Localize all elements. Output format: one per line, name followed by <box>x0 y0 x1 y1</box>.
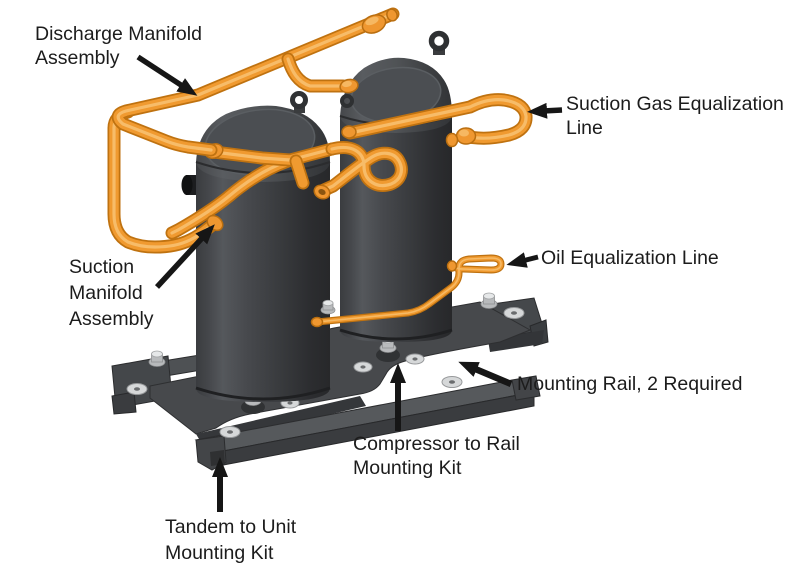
oil-equalization-line <box>310 258 502 328</box>
label-suction-gas-equalization-line: Suction Gas Equalization Line <box>566 93 784 139</box>
rear-deck-nut <box>320 299 336 315</box>
suction-gas-equalization-line <box>341 100 526 148</box>
mounting-rail-arrow <box>458 361 513 387</box>
label-suction-manifold-assembly: Suction Manifold Assembly <box>69 256 154 330</box>
left-lifting-eyelet <box>290 91 308 113</box>
front-mounting-rail <box>194 375 541 471</box>
discharge-arrow <box>136 54 198 96</box>
right-shoulder-eyelet <box>340 94 354 108</box>
label-compressor-to-rail-mounting-kit: Compressor to Rail Mounting Kit <box>353 433 520 479</box>
oil-arrow <box>506 252 539 268</box>
left-compressor <box>181 91 331 402</box>
discharge-manifold-assembly <box>118 8 399 150</box>
right-lifting-eyelet <box>428 30 450 55</box>
left-side-port <box>181 175 196 195</box>
label-oil-equalization-line: Oil Equalization Line <box>541 247 719 269</box>
label-discharge-manifold-assembly: Discharge Manifold Assembly <box>35 23 202 69</box>
label-mounting-rail: Mounting Rail, 2 Required <box>517 373 743 395</box>
label-tandem-to-unit-mounting-kit: Tandem to Unit Mounting Kit <box>165 516 297 564</box>
suction-gas-arrow <box>527 102 563 119</box>
suction-manifold-arrow <box>154 224 215 289</box>
callout-arrows <box>136 54 563 512</box>
